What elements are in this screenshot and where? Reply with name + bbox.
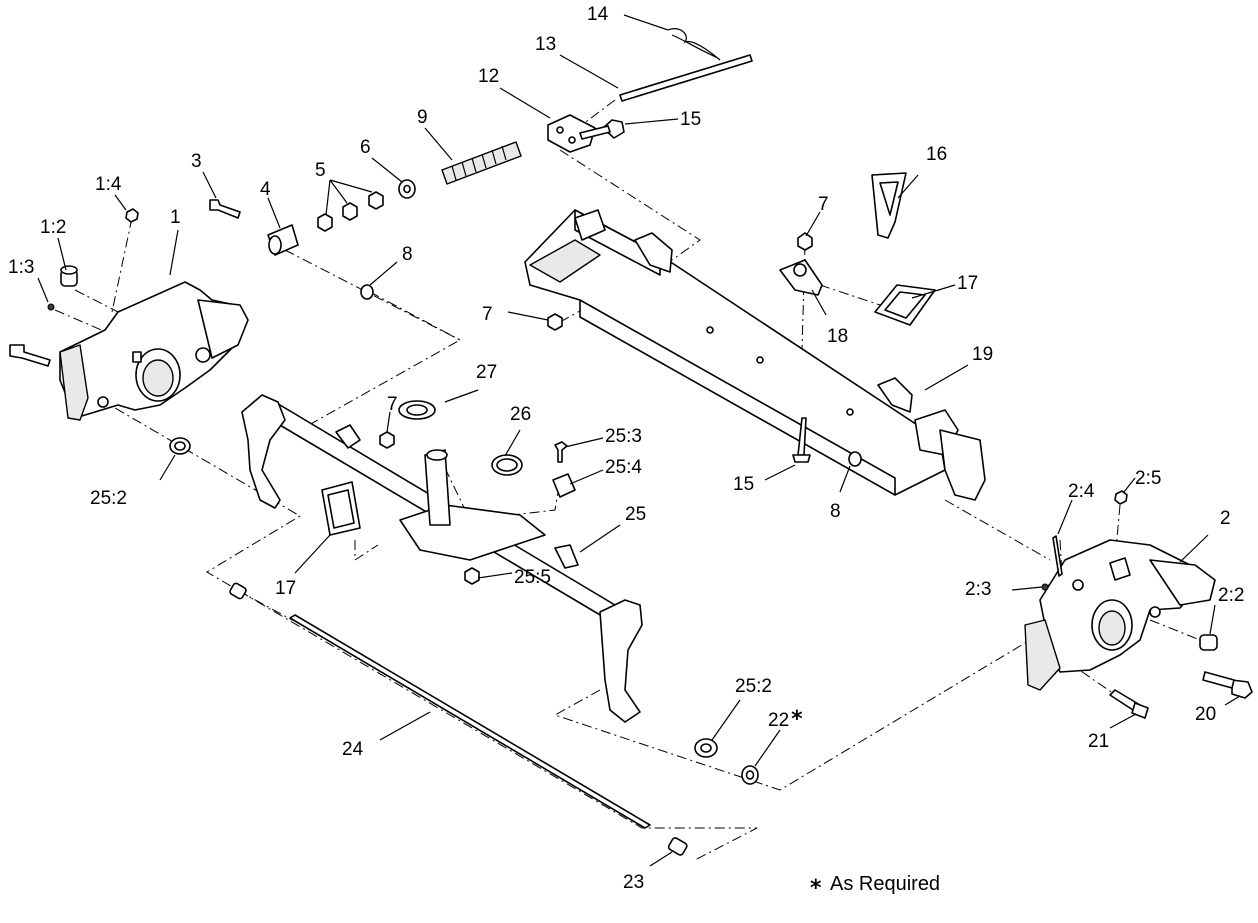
bushing-25-2-left [169, 437, 191, 455]
callout-27: 27 [476, 362, 497, 383]
callout-22: 22* [768, 707, 803, 732]
callout-25-3: 25:3 [605, 426, 642, 447]
callout-7-frame: 7 [482, 304, 493, 325]
washer-22 [741, 765, 759, 785]
nut-7-axle [379, 431, 395, 449]
bolt-15-lower [792, 417, 811, 463]
callout-7-upper: 7 [818, 194, 829, 215]
nut-7-upper [797, 232, 813, 251]
callout-25-2-right: 25:2 [735, 676, 772, 697]
nuts-5 [317, 191, 384, 232]
rod-13 [619, 54, 753, 102]
washer-8-right [848, 451, 862, 467]
pin-14 [667, 28, 721, 61]
bolt-21 [1109, 689, 1149, 719]
callout-2: 2 [1220, 508, 1231, 529]
callout-1-4: 1:4 [95, 174, 122, 195]
bushing-2-2 [1199, 634, 1218, 651]
as-required-text: As Required [830, 873, 940, 895]
callout-24: 24 [342, 739, 364, 760]
callout-7-axle: 7 [387, 394, 398, 415]
callout-8-right: 8 [830, 501, 841, 522]
rod-24 [289, 614, 651, 829]
bushing-25-2-right [694, 738, 718, 758]
callout-25: 25 [625, 504, 646, 525]
spacer-23 [667, 837, 688, 856]
callout-20: 20 [1195, 704, 1216, 725]
screw-25-3 [554, 441, 568, 463]
callout-2-3: 2:3 [965, 579, 991, 600]
latch-17-left [321, 481, 361, 536]
ring-26 [491, 454, 523, 476]
callout-18: 18 [827, 326, 848, 347]
axle-assembly-25 [241, 394, 643, 723]
callout-25-2-left: 25:2 [90, 488, 127, 509]
callout-17-right: 17 [957, 273, 978, 294]
callout-8-left: 8 [402, 244, 413, 265]
main-frame-19 [524, 209, 986, 501]
bolt-left [9, 344, 51, 367]
callout-9: 9 [417, 107, 428, 128]
washer-6 [398, 179, 416, 199]
callout-1-2: 1:2 [40, 217, 66, 238]
right-side-plate [1024, 539, 1216, 691]
callout-21: 21 [1088, 731, 1109, 752]
rivet-2-3 [1041, 583, 1049, 591]
bushing-1-2 [60, 265, 78, 287]
callout-15-top: 15 [680, 109, 701, 130]
asterisk-symbol: * [810, 876, 822, 901]
callout-17-left: 17 [275, 578, 296, 599]
rivet-1-3 [47, 303, 55, 311]
callout-13: 13 [535, 34, 556, 55]
handle-16 [871, 172, 907, 239]
spacer-rod-left [229, 582, 247, 600]
callout-labels: 1 1:2 1:3 1:4 3 4 5 6 9 12 13 14 15 7 16… [8, 4, 1244, 893]
leader-lines [37, 14, 1241, 867]
nut-25-5 [464, 567, 480, 585]
callout-2-4: 2:4 [1068, 481, 1095, 502]
nut-7-frame [547, 313, 563, 331]
nut-1-4 [125, 208, 139, 223]
nut-2-5 [1114, 490, 1128, 505]
spacer-4 [267, 224, 299, 256]
callout-14: 14 [587, 4, 609, 25]
bolt-20 [1202, 671, 1253, 699]
latch-17-right [874, 284, 936, 326]
bolt-15-top [579, 119, 625, 140]
callout-5: 5 [315, 160, 326, 181]
washer-27 [398, 400, 436, 420]
as-required-note: * As Required [810, 873, 940, 901]
callout-25-4: 25:4 [605, 457, 642, 478]
spring-9 [441, 141, 522, 185]
bracket-12 [547, 114, 596, 153]
callout-2-5: 2:5 [1135, 468, 1161, 489]
callout-26: 26 [510, 404, 531, 425]
bracket-18 [779, 259, 823, 296]
callout-23: 23 [623, 872, 644, 893]
bolt-3 [209, 199, 241, 219]
callout-1-3: 1:3 [8, 257, 34, 278]
callout-15-lower: 15 [733, 474, 754, 495]
callout-2-2: 2:2 [1218, 585, 1244, 606]
washer-8-left [360, 284, 374, 300]
callout-1: 1 [170, 207, 181, 228]
callout-12: 12 [478, 66, 499, 87]
clip-25-4 [552, 473, 576, 498]
callout-3: 3 [191, 151, 202, 172]
callout-6: 6 [360, 137, 371, 158]
pin-2-4 [1052, 535, 1063, 577]
callout-4: 4 [260, 179, 271, 200]
callout-25-5: 25:5 [514, 567, 551, 588]
left-side-plate [59, 281, 249, 421]
callout-19: 19 [972, 344, 993, 365]
callout-16: 16 [926, 144, 947, 165]
